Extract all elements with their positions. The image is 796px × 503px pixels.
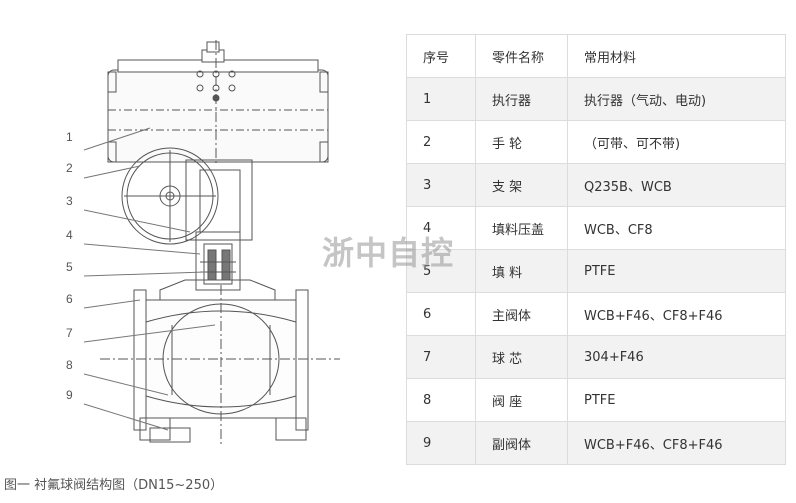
cell-material: PTFE [567, 249, 786, 293]
cell-material: 304+F46 [567, 335, 786, 379]
callout-5: 5 [66, 260, 73, 274]
callout-1: 1 [66, 130, 73, 144]
cell-part-name: 支 架 [475, 163, 568, 207]
stem-gland-drawing [195, 231, 241, 291]
cell-part-name: 主阀体 [475, 292, 568, 336]
cell-no: 7 [406, 335, 476, 379]
table-row: 1 执行器 执行器（气动、电动) [406, 77, 786, 121]
valve-body-drawing [100, 279, 340, 445]
header-part-name: 零件名称 [475, 34, 568, 78]
cell-part-name: 填料压盖 [475, 206, 568, 250]
cell-no: 5 [406, 249, 476, 293]
cell-no: 3 [406, 163, 476, 207]
actuator-drawing [107, 40, 329, 165]
table-row: 7 球 芯 304+F46 [406, 335, 786, 379]
callout-8: 8 [66, 358, 73, 372]
callout-7: 7 [66, 326, 73, 340]
header-no: 序号 [406, 34, 476, 78]
cell-no: 6 [406, 292, 476, 336]
callout-4: 4 [66, 228, 73, 242]
cell-no: 1 [406, 77, 476, 121]
cell-part-name: 填 料 [475, 249, 568, 293]
callout-3: 3 [66, 194, 73, 208]
table-row: 6 主阀体 WCB+F46、CF8+F46 [406, 292, 786, 336]
watermark: 浙中自控 [322, 234, 455, 272]
cell-no: 8 [406, 378, 476, 422]
callout-2: 2 [66, 161, 73, 175]
callout-9: 9 [66, 388, 73, 402]
cell-material: WCB+F46、CF8+F46 [567, 292, 786, 336]
table-header-row: 序号 零件名称 常用材料 [406, 34, 786, 78]
cell-material: WCB+F46、CF8+F46 [567, 421, 786, 465]
table-row: 4 填料压盖 WCB、CF8 [406, 206, 786, 250]
table-row: 8 阀 座 PTFE [406, 378, 786, 422]
cell-no: 2 [406, 120, 476, 164]
cell-no: 9 [406, 421, 476, 465]
cell-part-name: 手 轮 [475, 120, 568, 164]
cell-material: 执行器（气动、电动) [567, 77, 786, 121]
table-row: 5 填 料 PTFE [406, 249, 786, 293]
figure-caption: 图一 衬氟球阀结构图（DN15~250） [4, 478, 224, 493]
cell-no: 4 [406, 206, 476, 250]
header-material: 常用材料 [567, 34, 786, 78]
cell-material: Q235B、WCB [567, 163, 786, 207]
valve-structure-drawing [0, 0, 400, 470]
leader-lines [83, 127, 216, 431]
cell-part-name: 副阀体 [475, 421, 568, 465]
table-row: 9 副阀体 WCB+F46、CF8+F46 [406, 421, 786, 465]
table-row: 2 手 轮 （可带、可不带) [406, 120, 786, 164]
parts-material-table: 序号 零件名称 常用材料 1 执行器 执行器（气动、电动) 2 手 轮 （可带、… [406, 34, 786, 465]
cell-part-name: 球 芯 [475, 335, 568, 379]
cell-material: （可带、可不带) [567, 120, 786, 164]
callout-6: 6 [66, 292, 73, 306]
cell-part-name: 执行器 [475, 77, 568, 121]
cell-part-name: 阀 座 [475, 378, 568, 422]
table-row: 3 支 架 Q235B、WCB [406, 163, 786, 207]
cell-material: WCB、CF8 [567, 206, 786, 250]
cell-material: PTFE [567, 378, 786, 422]
